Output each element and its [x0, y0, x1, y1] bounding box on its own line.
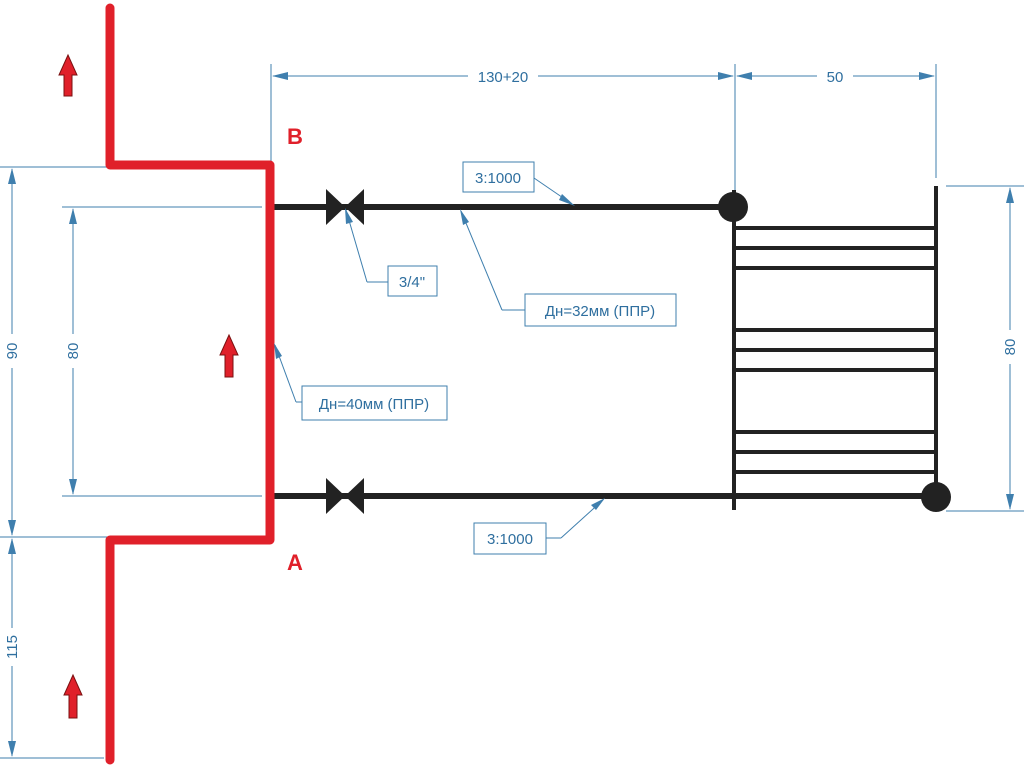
annotation-valve-size: 3/4" — [345, 208, 438, 297]
annotation-pipe-branch-text: Дн=32мм (ППР) — [545, 303, 655, 320]
annotation-slope-bottom-text: 3:1000 — [487, 531, 533, 548]
annotation-slope-top: 3:1000 — [462, 161, 575, 206]
dimension-left-outer: 90 — [0, 166, 108, 538]
annotation-slope-bottom: 3:1000 — [473, 498, 605, 555]
annotation-pipe-main-text: Дн=40мм (ППР) — [319, 396, 429, 413]
annotation-valve-size-text: 3/4" — [399, 274, 425, 291]
flow-up-arrow-icon — [58, 53, 78, 97]
point-a-label: A — [287, 550, 303, 575]
dimension-left-lower: 115 — [0, 538, 104, 759]
dimension-top-left: 130+20 — [270, 64, 736, 190]
dimension-label-left-outer: 90 — [4, 343, 21, 360]
annotation-slope-top-text: 3:1000 — [475, 170, 521, 187]
flow-up-arrow-icon — [219, 333, 239, 378]
ball-valve-icon — [326, 189, 364, 225]
dimension-label-top-left: 130+20 — [478, 69, 528, 86]
dimension-label-top-right: 50 — [827, 69, 844, 86]
dimension-label-left-lower: 115 — [4, 635, 21, 659]
dimension-label-left-inner: 80 — [65, 343, 82, 360]
towel-radiator — [732, 186, 938, 510]
point-b-label: B — [287, 124, 303, 149]
dimension-label-right: 80 — [1002, 339, 1019, 356]
annotation-pipe-branch: Дн=32мм (ППР) — [460, 209, 677, 327]
ball-valve-icon — [326, 478, 364, 514]
dimension-left-inner: 80 — [62, 206, 262, 497]
flow-up-arrow-icon — [63, 673, 83, 719]
dimension-top-right: 50 — [736, 64, 937, 178]
supply-connection-node — [718, 192, 748, 222]
annotation-pipe-main: Дн=40мм (ППР) — [274, 343, 448, 421]
riser-bypass-pipe — [105, 3, 275, 765]
dimension-right: 80 — [946, 185, 1024, 512]
return-connection-node — [921, 482, 951, 512]
